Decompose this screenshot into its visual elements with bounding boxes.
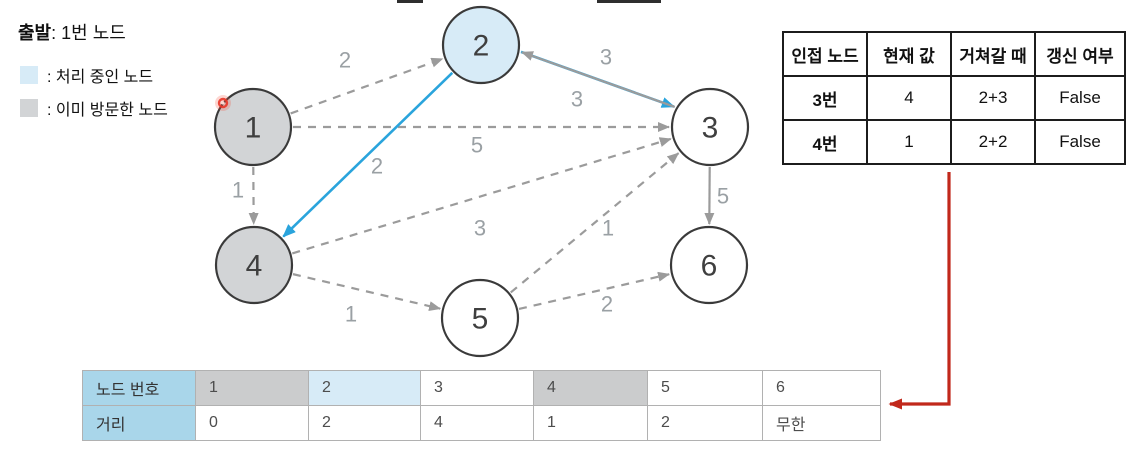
node-cell-2: 2: [308, 370, 421, 406]
distance-cell-3: 4: [420, 405, 534, 441]
cutoff-text-fragment: [597, 0, 661, 3]
row-header-distance: 거리: [82, 405, 196, 441]
edge-3-2: [521, 51, 676, 108]
graph-node-label-5: 5: [472, 303, 489, 336]
node-cell-5: 5: [647, 370, 763, 406]
edge-4-5: [292, 273, 442, 311]
edge-weight-1-3: 5: [471, 133, 483, 158]
visited-color-swatch: [20, 99, 38, 117]
graph-node-label-4: 4: [246, 250, 263, 283]
edge-weight-1-2: 2: [339, 48, 351, 73]
graph-node-6: [669, 225, 749, 305]
distance-table-distance-row: 거리 0 2 4 1 2 무한: [82, 405, 881, 441]
node-cell-3: 3: [420, 370, 534, 406]
graph-node-1: [213, 87, 293, 167]
adjacent-node-table: 인접 노드 현재 값 거쳐갈 때 갱신 여부 3번 4 2+3 False 4번…: [782, 31, 1126, 165]
start-node-label-bold: 출발: [18, 23, 52, 43]
edge-weight-5-3: 1: [602, 216, 614, 241]
table-row: 3번 4 2+3 False: [782, 75, 1126, 121]
legend-item-processing: : 처리 중인 노드: [20, 63, 153, 87]
node-cell-4: 4: [533, 370, 648, 406]
row-header-node-number: 노드 번호: [82, 370, 196, 406]
node-cell-6: 6: [762, 370, 881, 406]
node4-current-value: 1: [866, 119, 952, 165]
distance-cell-6: 무한: [762, 405, 881, 441]
edge-1-2: [290, 57, 444, 115]
edge-weight-3-2: 3: [571, 87, 583, 112]
legend-label-processing: : 처리 중인 노드: [47, 69, 154, 86]
edge-4-3: [291, 137, 672, 255]
graph-node-2: [441, 5, 521, 85]
distance-table-node-row: 노드 번호 1 2 3 4 5 6: [82, 370, 881, 406]
start-node-label-rest: : 1번 노드: [51, 23, 126, 43]
edge-weight-1-4: 1: [232, 178, 244, 203]
edge-5-3: [510, 152, 680, 294]
node3-current-value: 4: [866, 75, 952, 121]
edge-weight-4-3: 3: [474, 216, 486, 241]
adjacent-node-3: 3번: [782, 75, 868, 121]
legend-item-visited: : 이미 방문한 노드: [20, 96, 168, 120]
table-row: 4번 1 2+2 False: [782, 119, 1126, 165]
adjacent-table-header-row: 인접 노드 현재 값 거쳐갈 때 갱신 여부: [782, 31, 1126, 77]
graph-node-5: [440, 278, 520, 358]
distance-table: 노드 번호 1 2 3 4 5 6 거리 0 2 4 1 2 무한: [82, 370, 881, 441]
edge-weight-3-6: 5: [717, 184, 729, 209]
node3-updated-flag: False: [1034, 75, 1126, 121]
start-node-label: 출발: 1번 노드: [18, 19, 126, 45]
adjacent-node-4: 4번: [782, 119, 868, 165]
edge-weight-4-5: 1: [345, 302, 357, 327]
cutoff-text-fragment: [397, 0, 423, 3]
red-connector-arrow: [888, 172, 951, 410]
edge-weight-2-4: 2: [371, 154, 383, 179]
graph-node-label-1: 1: [245, 112, 262, 145]
graph-node-label-2: 2: [473, 30, 490, 63]
graph-node-3: [670, 87, 750, 167]
distance-cell-2: 2: [308, 405, 421, 441]
col-header-updated: 갱신 여부: [1034, 31, 1126, 77]
edge-weight-5-6: 2: [601, 292, 613, 317]
distance-cell-4: 1: [533, 405, 648, 441]
distance-cell-1: 0: [195, 405, 309, 441]
edge-5-6: [518, 271, 671, 311]
laser-pointer-dot: [215, 95, 231, 111]
node4-updated-flag: False: [1034, 119, 1126, 165]
node3-via-value: 2+3: [950, 75, 1036, 121]
node-cell-1: 1: [195, 370, 309, 406]
graph-node-label-3: 3: [702, 112, 719, 145]
node4-via-value: 2+2: [950, 119, 1036, 165]
graph-node-label-6: 6: [701, 250, 718, 283]
edge-weight-2-3: 3: [600, 45, 612, 70]
graph-node-4: [214, 225, 294, 305]
col-header-via: 거쳐갈 때: [950, 31, 1036, 77]
edge-2-4: [282, 71, 454, 238]
legend-label-visited: : 이미 방문한 노드: [47, 102, 168, 119]
col-header-current-value: 현재 값: [866, 31, 952, 77]
col-header-adjacent-node: 인접 노드: [782, 31, 868, 77]
distance-cell-5: 2: [647, 405, 763, 441]
processing-color-swatch: [20, 66, 38, 84]
